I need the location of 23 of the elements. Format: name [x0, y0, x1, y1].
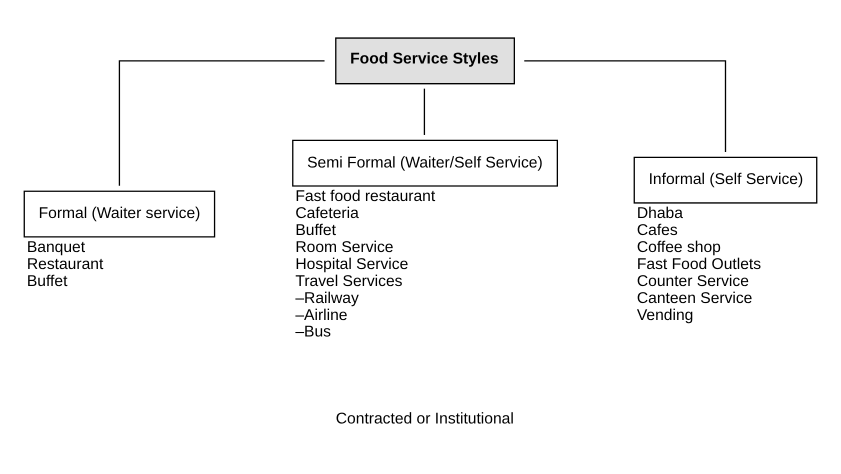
- node-label: Canteen Service: [636, 289, 752, 306]
- connector: [118, 60, 325, 186]
- node-label: Buffet: [295, 222, 336, 239]
- connector: [424, 88, 426, 134]
- node-label: Banquet: [26, 238, 86, 256]
- node-label: Cafes: [636, 222, 678, 239]
- connector: [524, 60, 726, 152]
- node-label: Cafeteria: [295, 204, 359, 222]
- node-label: Fast food restaurant: [295, 188, 436, 205]
- node-label: Hospital Service: [295, 255, 408, 272]
- node-label: Coffee shop: [636, 238, 721, 256]
- node-label: Vending: [636, 306, 694, 324]
- node-label: –Railway: [295, 289, 359, 306]
- node-label: Travel Services: [295, 272, 402, 290]
- node-label: Dhaba: [636, 204, 683, 222]
- node-label: Restaurant: [26, 255, 104, 272]
- label: Contracted or Institutional: [336, 410, 514, 427]
- node-label: –Airline: [295, 306, 348, 324]
- node-label: Fast Food Outlets: [636, 255, 762, 272]
- node-label: Buffet: [26, 272, 68, 290]
- node-label: –Bus: [295, 323, 331, 340]
- node-label: Counter Service: [636, 272, 749, 290]
- node-label: Room Service: [295, 238, 394, 256]
